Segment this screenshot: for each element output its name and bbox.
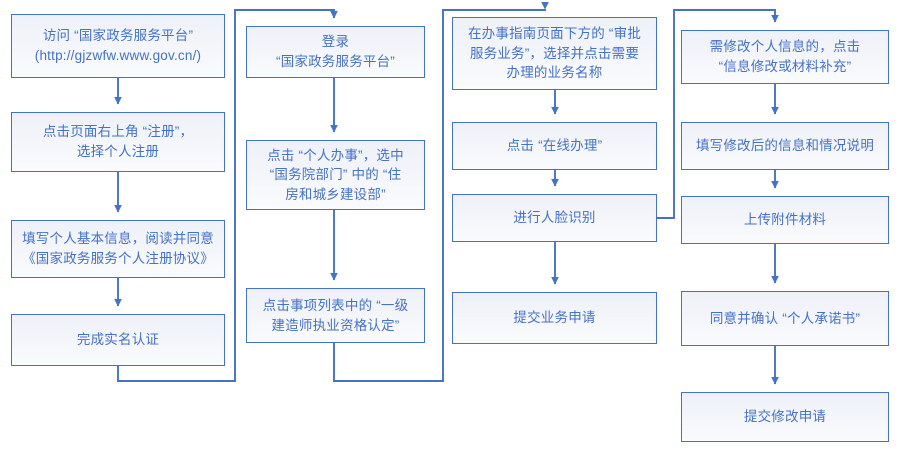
flow-node-confirm-commitment-letter[interactable]: 同意并确认 “个人承诺书” <box>681 291 889 346</box>
flow-node-fill-personal-info[interactable]: 填写个人基本信息，阅读并同意 《国家政务服务个人注册协议》 <box>11 220 225 278</box>
flow-node-select-item-constructor[interactable]: 点击事项列表中的 “一级 建造师执业资格认定” <box>246 288 425 343</box>
flow-node-complete-realname-auth[interactable]: 完成实名认证 <box>11 314 225 366</box>
flow-node-submit-modification-application[interactable]: 提交修改申请 <box>681 392 889 442</box>
flow-node-submit-business-application[interactable]: 提交业务申请 <box>452 292 657 344</box>
flow-node-select-department[interactable]: 点击 “个人办事”，选中 “国务院部门” 中的 “住 房和城乡建设部” <box>246 140 425 210</box>
flow-node-click-register[interactable]: 点击页面右上角 “注册”， 选择个人注册 <box>11 112 225 172</box>
flow-node-visit-platform[interactable]: 访问 “国家政务服务平台” (http://gjzwfw.www.gov.cn/… <box>11 14 225 78</box>
flow-node-fill-modified-info[interactable]: 填写修改后的信息和情况说明 <box>681 122 889 170</box>
flow-node-choose-business-name[interactable]: 在办事指南页面下方的 “审批 服务业务”，选择并点击需要 办理的业务名称 <box>452 17 657 90</box>
flow-node-need-modify-info[interactable]: 需修改个人信息的，点击 “信息修改或材料补充” <box>681 30 889 84</box>
flow-node-login-platform[interactable]: 登录 “国家政务服务平台” <box>246 26 425 78</box>
flow-node-upload-attachments[interactable]: 上传附件材料 <box>681 196 889 244</box>
flow-node-click-online-handle[interactable]: 点击 “在线办理” <box>452 122 657 170</box>
flow-node-face-recognition[interactable]: 进行人脸识别 <box>452 194 657 242</box>
